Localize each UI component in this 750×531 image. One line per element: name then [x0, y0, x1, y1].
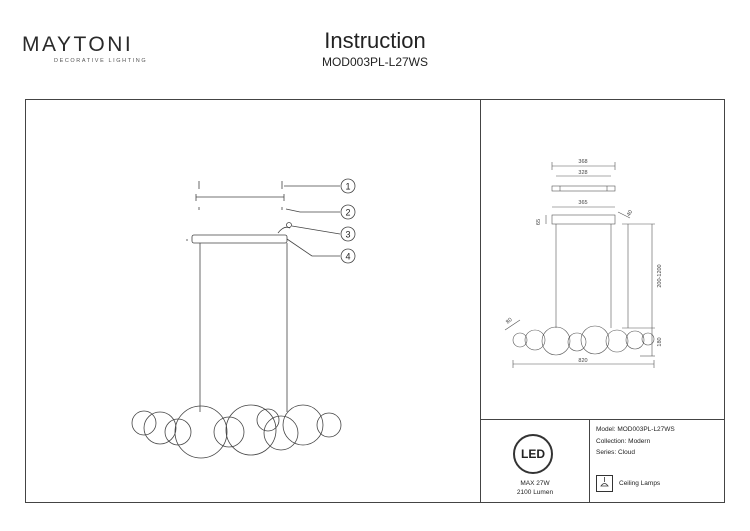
frame-divider-horizontal — [480, 419, 725, 420]
callout-2 — [340, 204, 356, 220]
frame-divider-info — [589, 419, 590, 503]
ceiling-lamp-icon — [596, 475, 613, 492]
drawing-frame — [25, 99, 725, 503]
document-model: MOD003PL-L27WS — [321, 55, 429, 69]
canopy — [191, 234, 288, 244]
document-title: Instruction — [324, 28, 426, 53]
screw — [277, 226, 291, 234]
brand-tagline: DECORATIVE LIGHTING — [54, 58, 148, 64]
dim-inner-width: 328 — [578, 170, 587, 176]
dim-total-width: 820 — [578, 358, 587, 364]
document-header: Instruction MOD003PL-L27WS — [290, 28, 460, 69]
dimension-balls — [512, 325, 655, 356]
callout-label-1: 1 — [345, 182, 350, 192]
glass-balls — [131, 404, 342, 459]
led-power: MAX 27W — [520, 480, 550, 487]
brand-name: MAYTONI — [22, 33, 134, 56]
spec-type: Ceiling Lamps — [619, 480, 661, 487]
dim-angle: 40 — [626, 209, 634, 217]
spec-model: Model: MOD003PL-L27WS — [596, 426, 675, 433]
led-badge: LED — [513, 434, 553, 474]
spec-panel: Model: MOD003PL-L27WS Collection: Modern… — [596, 424, 724, 459]
dim-canopy-height: 65 — [536, 219, 542, 225]
spec-series: Series: Cloud — [596, 449, 636, 456]
dim-ball-diameter: 80 — [505, 317, 514, 326]
callout-label-2: 2 — [345, 208, 350, 218]
callout-1 — [340, 178, 356, 194]
callout-label-3: 3 — [345, 230, 350, 240]
dim-suspension: 200-1200 — [657, 264, 663, 287]
dim-top-width: 368 — [578, 159, 587, 165]
brand-logo: MAYTONI DECORATIVE LIGHTING — [22, 33, 162, 64]
callout-3 — [340, 226, 356, 242]
spec-collection: Collection: Modern — [596, 437, 651, 445]
dim-ball-height: 180 — [657, 337, 663, 346]
callout-4 — [340, 248, 356, 264]
led-panel: LED MAX 27W 2100 Lumen — [481, 420, 589, 503]
callout-label-4: 4 — [345, 252, 350, 262]
spec-type-row: Ceiling Lamps — [596, 475, 660, 492]
dim-canopy-width: 365 — [578, 200, 587, 206]
frame-divider-vertical — [480, 99, 481, 503]
led-lumen: 2100 Lumen — [516, 489, 554, 496]
